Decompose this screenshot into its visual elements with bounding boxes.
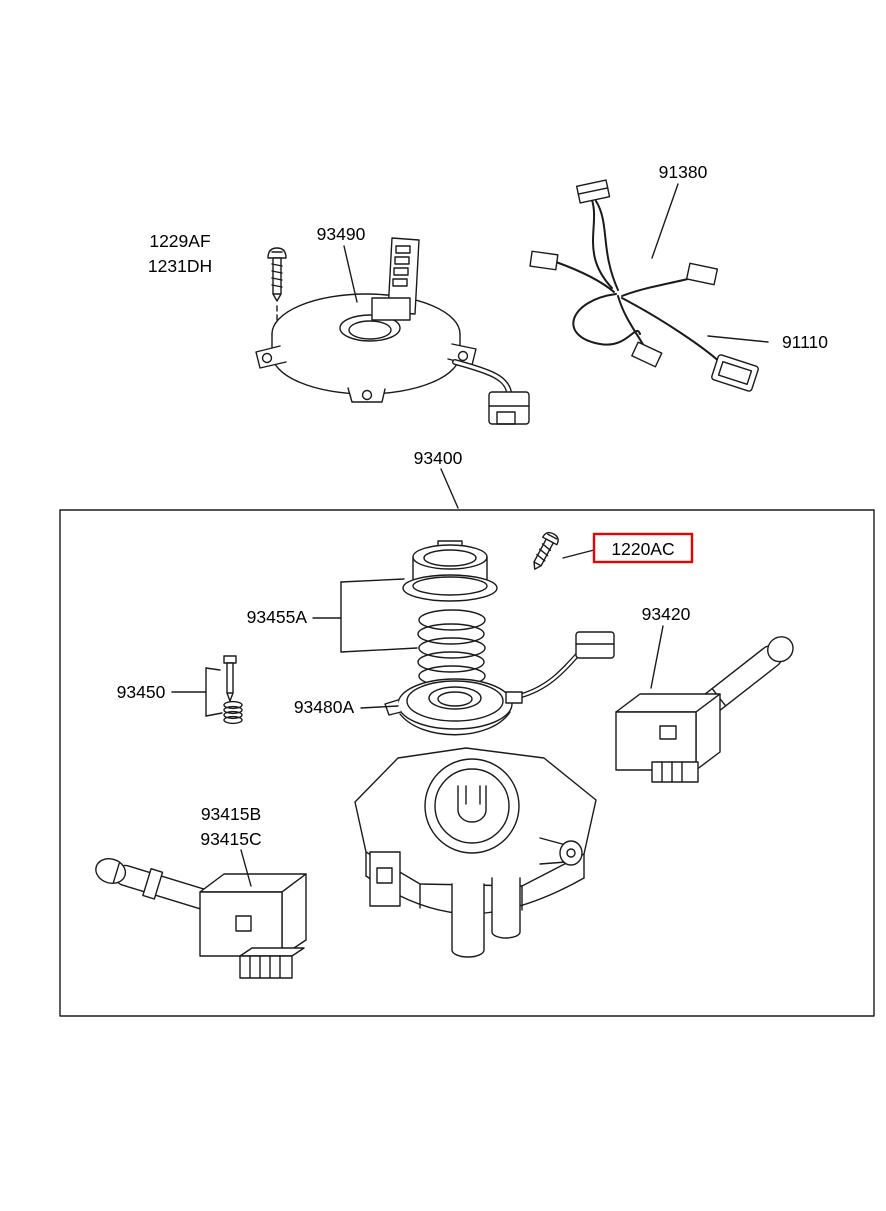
wiring-harness-illustration [529, 179, 759, 392]
small-spring-illustration [223, 700, 243, 725]
clock-spring-illustration [255, 237, 530, 425]
part-label-93490: 93490 [317, 224, 366, 244]
leader-line-93420 [650, 625, 664, 689]
part-label-93450: 93450 [117, 682, 166, 702]
leader-lines [240, 183, 769, 887]
cancel-cam-illustration [402, 540, 498, 602]
switch-body-illustration [354, 747, 597, 958]
screw-1229af-illustration [267, 247, 287, 353]
part-label-93420: 93420 [642, 604, 691, 624]
leader-line-93490 [343, 245, 358, 303]
part-label-93415b: 93415B [201, 804, 261, 824]
contact-ring-illustration [384, 631, 615, 736]
part-label-93455a: 93455A [247, 607, 308, 627]
highlight-box[interactable] [592, 532, 694, 564]
leader-line-1220ac [562, 549, 595, 559]
leader-line-91380 [651, 183, 679, 259]
assembly-boundary-box [59, 509, 875, 1017]
part-label-1229af: 1229AF [149, 231, 210, 251]
leader-line-93415 [240, 849, 252, 887]
screw-1220ac-illustration [533, 531, 559, 570]
part-label-93415c: 93415C [200, 829, 261, 849]
part-label-1231dh: 1231DH [148, 256, 212, 276]
turn-signal-lever-illustration [95, 858, 307, 979]
highlighted-part-callout[interactable]: 1220AC [562, 532, 694, 564]
part-label-91110: 91110 [782, 332, 828, 352]
part-label-93480a: 93480A [294, 697, 355, 717]
part-label-93400: 93400 [414, 448, 463, 468]
leader-bracket-93450 [171, 667, 223, 717]
coil-spring-illustration [417, 609, 486, 687]
part-label-1220ac[interactable]: 1220AC [611, 539, 674, 559]
leader-line-93400 [440, 468, 459, 509]
leader-bracket-93455a [312, 578, 418, 653]
pin-illustration [223, 655, 237, 702]
leader-line-93480a [360, 705, 399, 709]
leader-line-91110 [707, 335, 769, 343]
wiper-lever-illustration [615, 636, 794, 783]
part-label-91380: 91380 [659, 162, 708, 182]
